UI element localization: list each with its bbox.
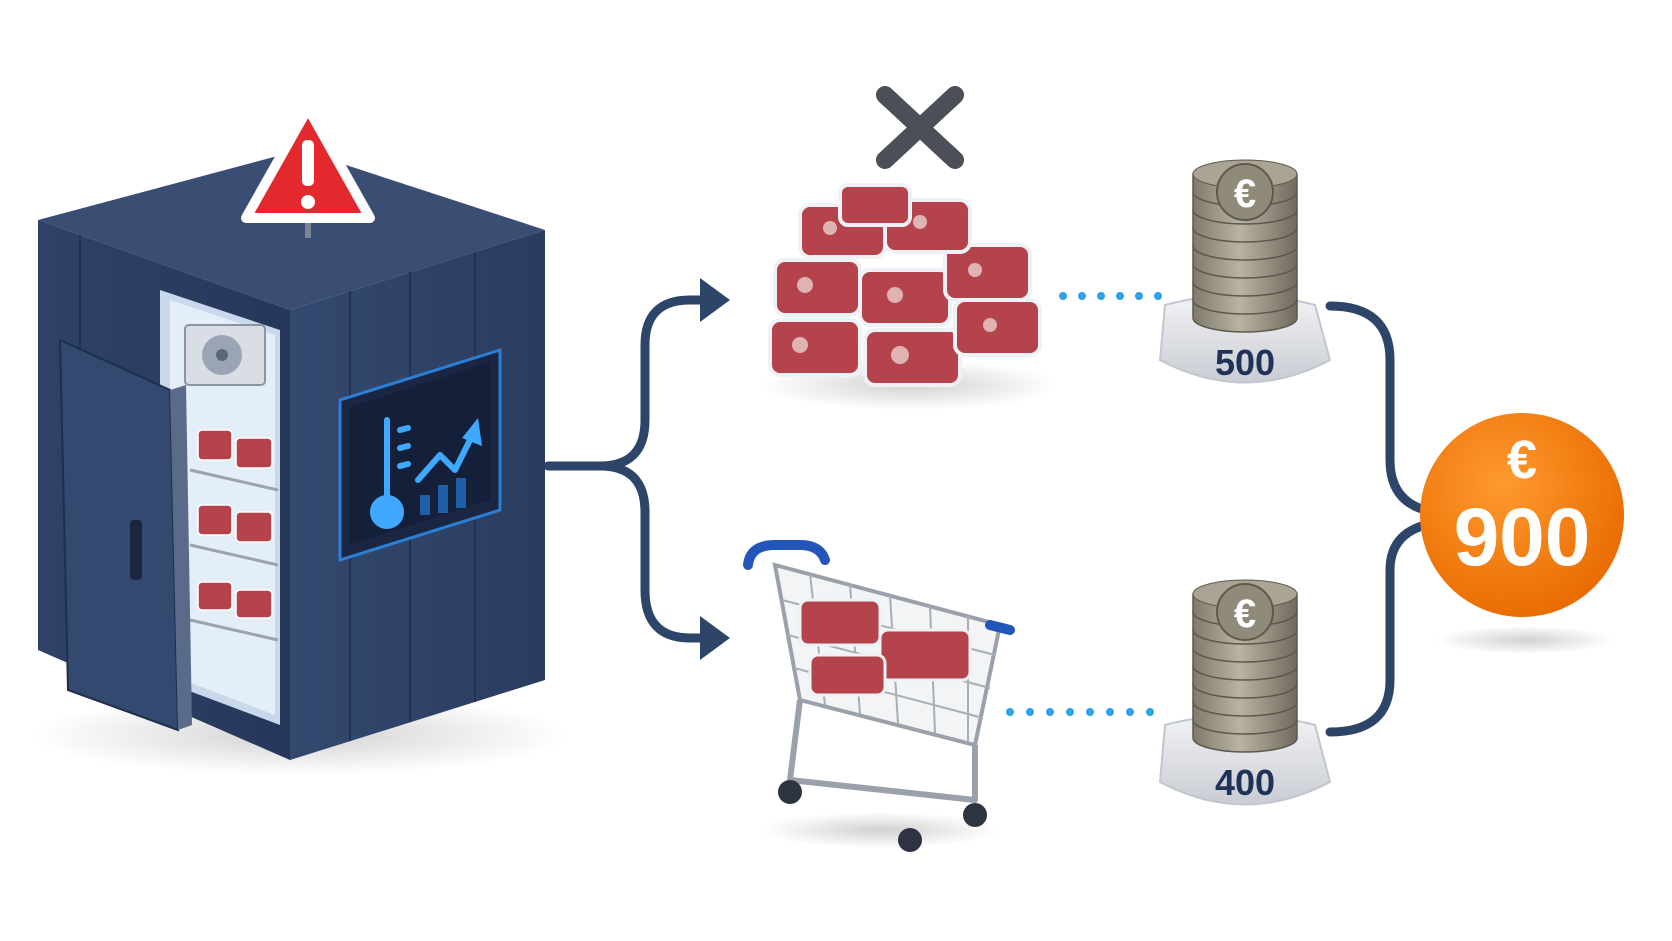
cart-blue-rim <box>985 620 1015 635</box>
cart-wheel <box>778 780 802 804</box>
cross-icon <box>876 86 964 169</box>
meat-pack <box>953 298 1042 357</box>
dotted-link-bottom-dot <box>1146 708 1154 716</box>
total-badge-shadow <box>1435 626 1615 654</box>
thermometer-icon <box>370 417 411 529</box>
coin-emblem <box>1216 583 1274 641</box>
dotted-link-top-dot <box>1135 292 1143 300</box>
cost-spoiled-amount: 500 <box>1215 342 1275 383</box>
warning-icon <box>241 103 375 238</box>
coin-stack-icon: € <box>1192 579 1298 753</box>
cart-handle <box>743 540 830 570</box>
dotted-link-top-dot <box>1097 292 1105 300</box>
dotted-link-bottom-dot <box>1126 708 1134 716</box>
meat-pack <box>838 183 912 227</box>
cold-room-top <box>38 150 545 310</box>
meat-pack <box>858 268 952 327</box>
coin-euro-symbol: € <box>1234 592 1256 636</box>
cart-wheels <box>778 780 987 852</box>
dotted-link-bottom-dot <box>1086 708 1094 716</box>
meat-pack <box>773 258 862 317</box>
dotted-link-bottom-dot <box>1066 708 1074 716</box>
dotted-link-bottom-dot <box>1106 708 1114 716</box>
branch-connector-lower <box>595 461 710 643</box>
cart-frame <box>787 699 978 803</box>
total-amount: 900 <box>1454 492 1591 583</box>
coin-emblem <box>1216 163 1274 221</box>
arrow-head-to-spoiled <box>700 278 730 322</box>
cold-room-icon <box>30 103 570 775</box>
total-currency-symbol: € <box>1507 430 1537 490</box>
shopping-cart-icon <box>743 540 1015 852</box>
dotted-link-bottom-dot <box>1046 708 1054 716</box>
coin-stack-bottom: € 400 <box>1158 579 1332 806</box>
connector-lines <box>543 295 1430 737</box>
meat-pack <box>863 328 962 387</box>
arrow-heads <box>700 278 730 660</box>
cost-discount-amount: 400 <box>1215 762 1275 803</box>
cold-room-shelves <box>189 468 279 642</box>
trend-up-icon <box>415 418 482 515</box>
dotted-link-top-dot <box>1154 292 1162 300</box>
dotted-link-bottom-dot <box>1026 708 1034 716</box>
coin-euro-symbol: € <box>1234 172 1256 216</box>
dotted-links <box>1006 292 1162 716</box>
shelf-meat-packs <box>197 429 273 619</box>
cold-room-door-edge <box>170 385 192 730</box>
cart-wheel <box>963 803 987 827</box>
cart-wheel <box>898 828 922 852</box>
dotted-link-top-dot <box>1116 292 1124 300</box>
total-badge-circle <box>1420 413 1624 617</box>
coin-stack-icon: € <box>1192 159 1298 333</box>
total-badge: € 900 <box>1420 413 1624 654</box>
meat-pile-icon <box>760 183 1060 410</box>
cooling-fan-unit <box>184 324 266 386</box>
meat-pack <box>768 318 862 377</box>
dotted-link-bottom-dot <box>1006 708 1014 716</box>
dotted-link-top-dot <box>1059 292 1067 300</box>
meat-pack <box>943 243 1032 302</box>
sum-connector-bottom <box>1325 520 1430 737</box>
dotted-link-top-dot <box>1078 292 1086 300</box>
cart-meat-packs <box>798 598 972 697</box>
arrow-head-to-cart <box>700 616 730 660</box>
cold-room-door-handle[interactable] <box>130 520 142 580</box>
coin-stack-top: € 500 <box>1158 159 1332 384</box>
cold-room-door[interactable] <box>58 338 180 732</box>
cart-shadow <box>760 812 1000 848</box>
sum-connector-top <box>1325 301 1430 515</box>
branch-connector <box>543 295 710 471</box>
